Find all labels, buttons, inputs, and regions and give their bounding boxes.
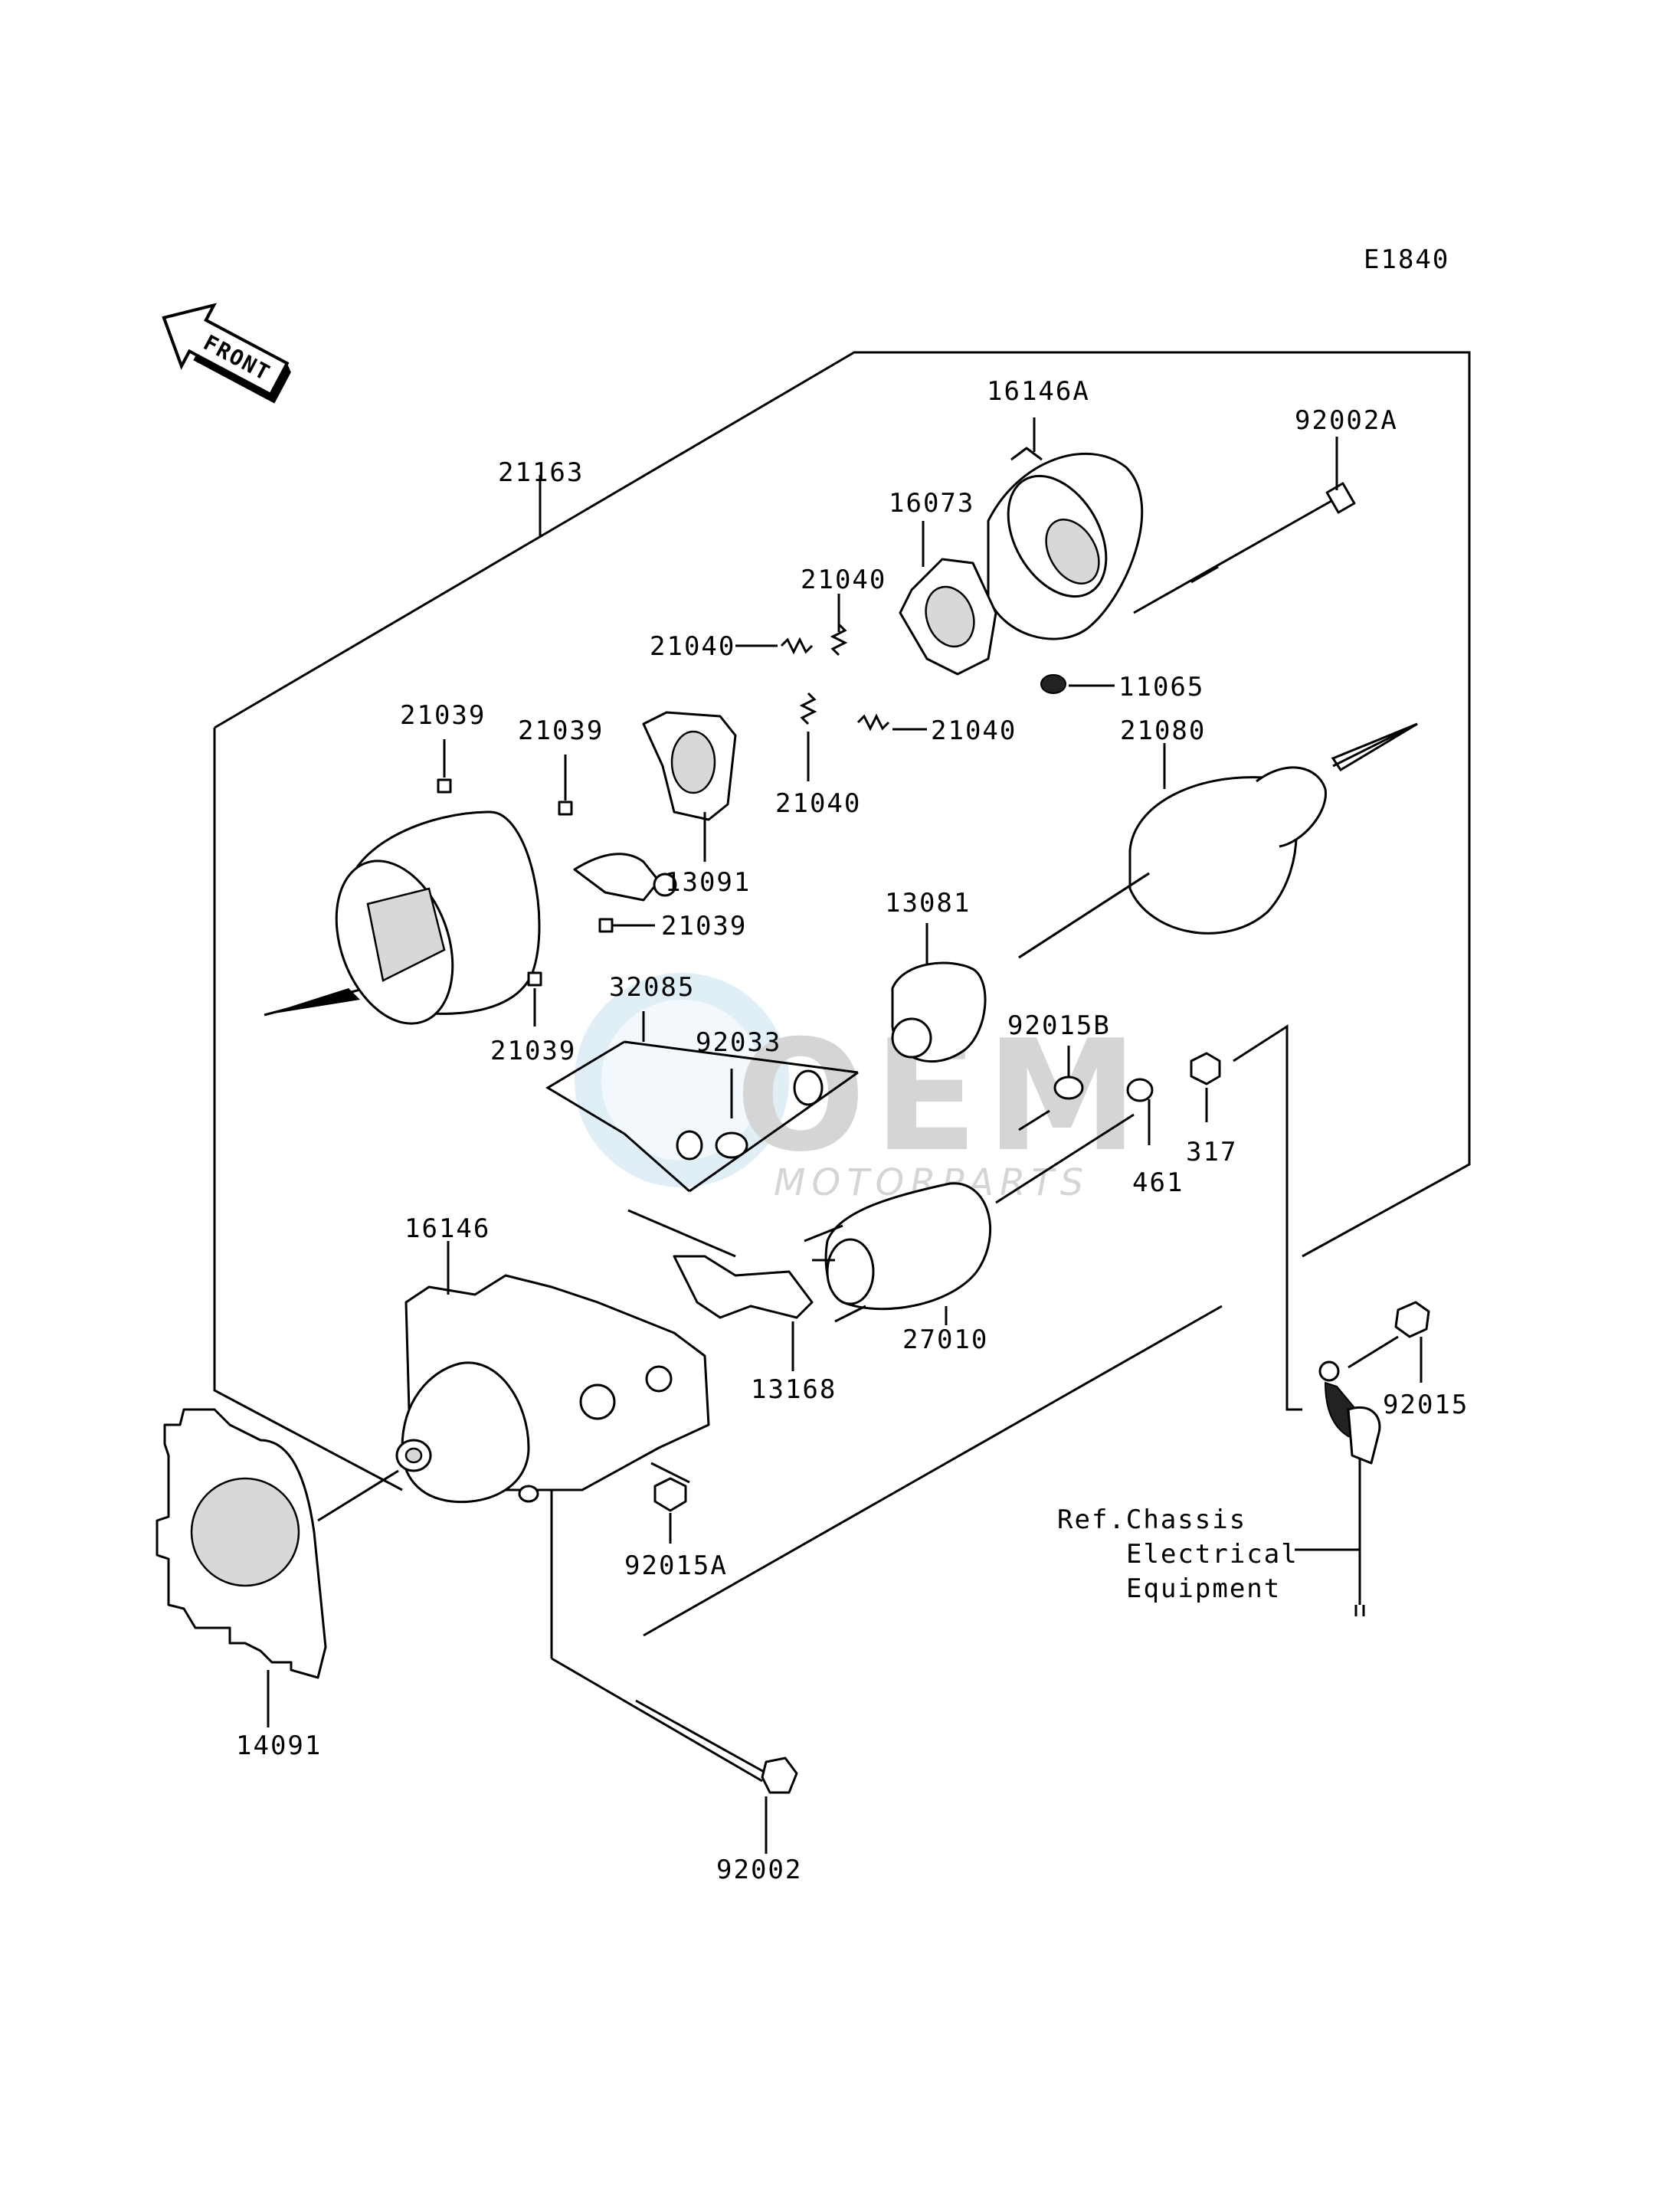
- kit-parts: [676, 1069, 824, 1161]
- label-21039-d: 21039: [490, 1036, 576, 1066]
- diagram-code: E1840: [1364, 244, 1449, 275]
- washer-92015B: [1018, 1046, 1084, 1131]
- rear-cover-16146A: [987, 417, 1144, 640]
- solenoid-27010: [804, 1113, 1135, 1325]
- label-461: 461: [1132, 1167, 1184, 1198]
- label-92015: 92015: [1383, 1390, 1469, 1420]
- cover-plate-14091: [156, 1408, 399, 1727]
- brush-springs-21040: [735, 594, 927, 781]
- nut-92015A: [650, 1462, 690, 1544]
- label-14091: 14091: [236, 1730, 322, 1761]
- alignment-arrows: [264, 722, 1418, 1017]
- label-32085: 32085: [609, 972, 695, 1003]
- armature-21080: [1018, 743, 1327, 959]
- label-92002A: 92002A: [1295, 405, 1398, 436]
- label-13081: 13081: [885, 888, 971, 918]
- overrunning-clutch-13081: [891, 923, 987, 1062]
- label-21040-right: 21040: [931, 715, 1017, 746]
- label-16146: 16146: [404, 1213, 490, 1244]
- brush-plate-16073: [899, 521, 997, 676]
- label-13168: 13168: [751, 1374, 837, 1405]
- label-11065: 11065: [1118, 672, 1204, 702]
- bolt-92002: [550, 1490, 798, 1854]
- drive-housing-16146: [395, 1241, 710, 1504]
- label-317: 317: [1186, 1137, 1237, 1167]
- battery-cable: [1295, 1360, 1381, 1616]
- label-92015B: 92015B: [1007, 1010, 1111, 1041]
- label-27010: 27010: [902, 1324, 988, 1355]
- washer-461: [1126, 1078, 1154, 1145]
- long-bolt-92002A: [1133, 437, 1356, 614]
- label-21039-a: 21039: [400, 700, 486, 731]
- label-92033: 92033: [696, 1027, 781, 1058]
- label-21040-bottom: 21040: [775, 788, 861, 819]
- label-16146A: 16146A: [987, 376, 1090, 407]
- label-21040-top: 21040: [801, 565, 886, 595]
- label-21039-c: 21039: [661, 911, 747, 941]
- reference-note-line2: Electrical: [1126, 1539, 1298, 1570]
- label-13091: 13091: [665, 867, 751, 898]
- label-21080: 21080: [1120, 715, 1206, 746]
- label-16073: 16073: [889, 488, 974, 519]
- label-21163: 21163: [498, 457, 584, 488]
- reference-note-line3: Equipment: [1126, 1573, 1281, 1604]
- nut-92015: [1348, 1301, 1430, 1383]
- nut-317: [1190, 1024, 1302, 1411]
- shift-lever-13168: [627, 1209, 814, 1371]
- label-92015A: 92015A: [624, 1550, 728, 1581]
- label-21040-left: 21040: [650, 631, 735, 662]
- label-21039-b: 21039: [518, 715, 604, 746]
- assembly-outline: [213, 351, 1471, 1637]
- brush-holder-13091: [642, 711, 737, 862]
- reference-note-line1: Ref.Chassis: [1057, 1505, 1246, 1535]
- front-direction-arrow: FRONT: [162, 303, 291, 404]
- field-coil-yoke-21039: [335, 739, 677, 1026]
- label-92002: 92002: [716, 1855, 802, 1885]
- kit-outline-32085: [545, 1011, 859, 1193]
- grommet-11065: [1040, 674, 1115, 694]
